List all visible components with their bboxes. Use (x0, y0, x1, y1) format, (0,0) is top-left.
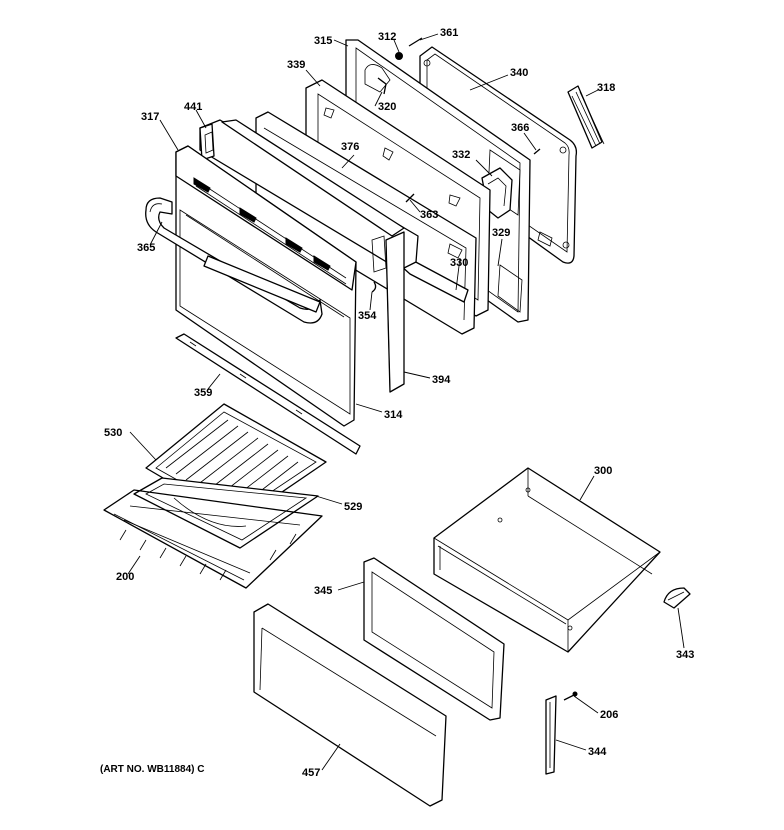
door-handle-365 (145, 197, 323, 324)
label-354: 354 (358, 310, 377, 322)
screw-206 (563, 691, 578, 701)
oven-rack-200 (103, 489, 323, 589)
screw-361 (408, 37, 423, 47)
label-529: 529 (344, 501, 362, 513)
part-labels: 312 361 315 339 340 318 320 441 317 366 … (100, 27, 694, 779)
clip-363 (405, 193, 415, 203)
label-330: 330 (450, 257, 468, 269)
label-300: 300 (594, 465, 612, 477)
drawer-front-457 (253, 603, 447, 807)
broiler-pan-529 (133, 477, 319, 549)
label-200: 200 (116, 571, 134, 583)
hinge-strip-359 (175, 333, 361, 455)
label-344: 344 (588, 746, 607, 758)
label-314: 314 (384, 409, 403, 421)
label-530: 530 (104, 427, 122, 439)
label-457: 457 (302, 767, 320, 779)
label-206: 206 (600, 709, 618, 721)
label-329: 329 (492, 227, 510, 239)
label-312: 312 (378, 31, 396, 43)
clip-354 (371, 281, 377, 293)
clip-320 (377, 77, 387, 95)
screw-312 (395, 52, 403, 60)
label-332: 332 (452, 149, 470, 161)
art-number: (ART NO. WB11884) C (100, 764, 204, 775)
inner-door-frame-441 (199, 119, 419, 273)
label-363: 363 (420, 209, 438, 221)
label-366: 366 (511, 122, 529, 134)
label-361: 361 (440, 27, 458, 39)
glide-343 (663, 587, 691, 609)
label-339: 339 (287, 59, 305, 71)
label-441: 441 (184, 101, 202, 113)
label-365: 365 (137, 242, 155, 254)
label-320: 320 (378, 101, 396, 113)
rail-344 (545, 695, 557, 775)
trim-strip-394 (385, 231, 405, 393)
label-345: 345 (314, 585, 332, 597)
label-315: 315 (314, 35, 332, 47)
label-359: 359 (194, 387, 212, 399)
drawer-frame-345 (363, 557, 505, 721)
label-317: 317 (141, 111, 159, 123)
drawer-body-300 (433, 467, 661, 653)
label-376: 376 (341, 141, 359, 153)
leader-lines (127, 33, 685, 771)
label-343: 343 (676, 649, 694, 661)
screw-366 (533, 148, 541, 155)
element-318 (567, 85, 605, 149)
label-318: 318 (597, 82, 615, 94)
label-394: 394 (432, 374, 451, 386)
label-340: 340 (510, 67, 528, 79)
